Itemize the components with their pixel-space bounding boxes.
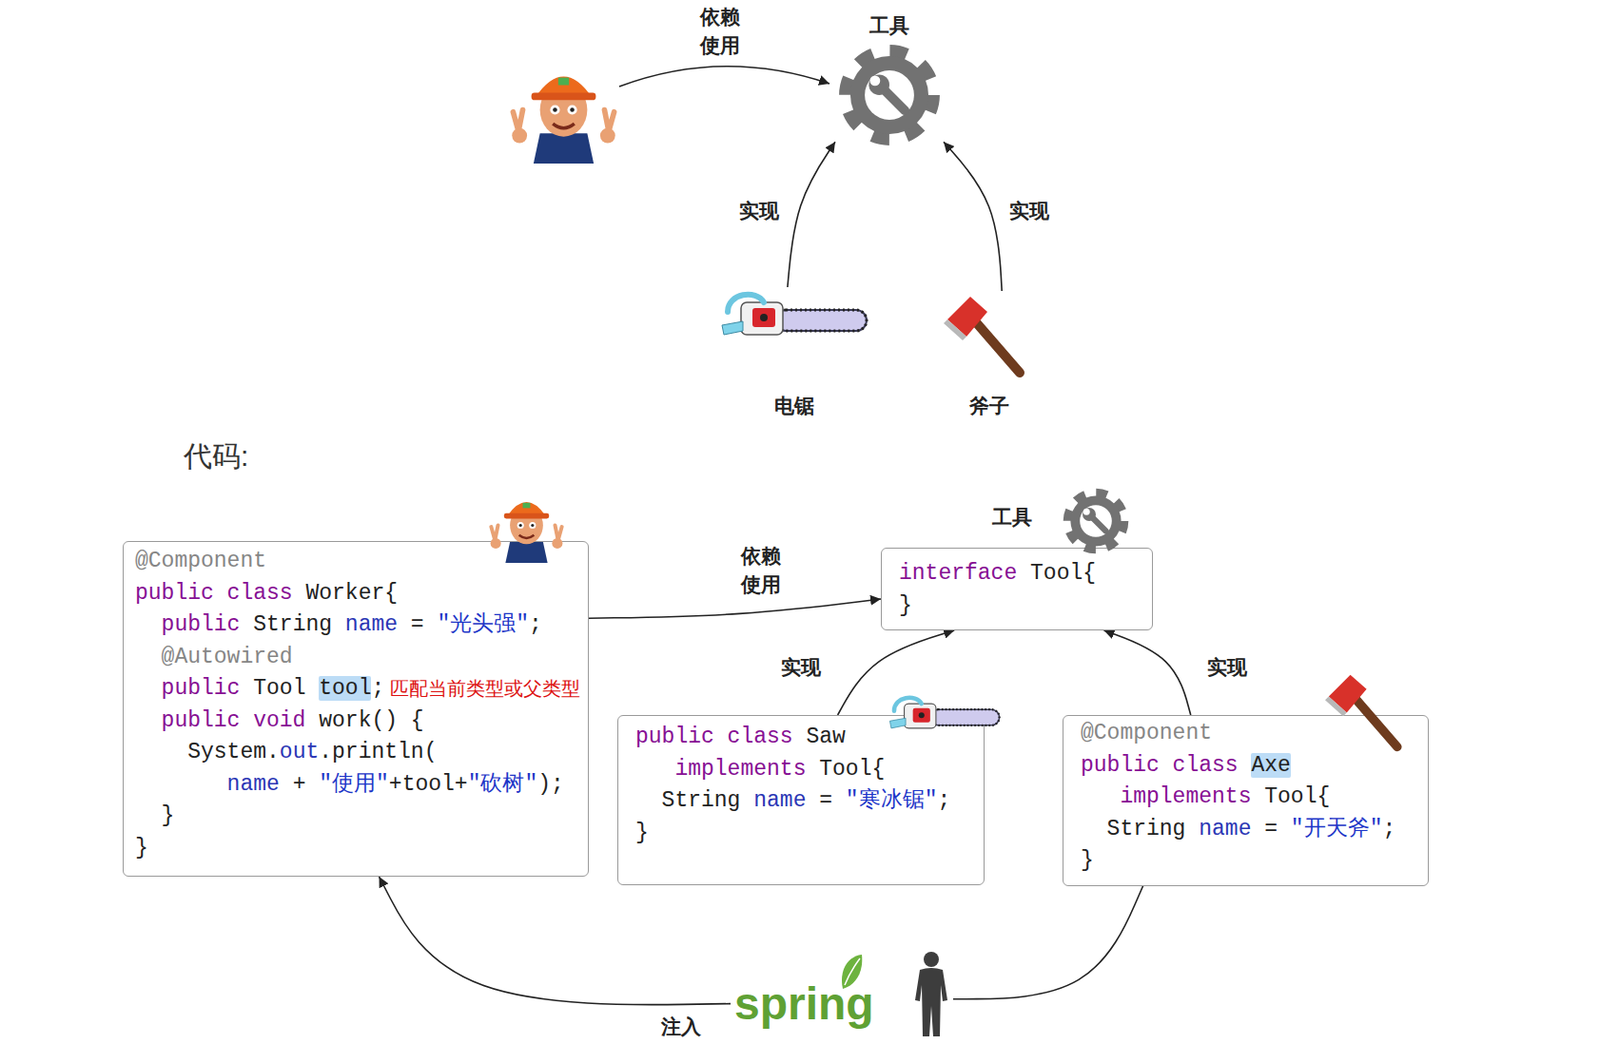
dependency-label: 依赖 使用 [697, 2, 743, 60]
code-line: @Autowired [161, 644, 293, 670]
annotation-note: 匹配当前类型或父类型 [390, 676, 581, 702]
code-line: } [135, 836, 149, 861]
tool-gear-icon [837, 43, 942, 147]
connector [943, 141, 1002, 292]
edge-label: 注入 [658, 1013, 704, 1042]
chainsaw-icon [878, 692, 1012, 741]
code-line: @Component [1080, 721, 1212, 746]
annotation-note: 匹配当前类型或父类型 [390, 676, 581, 702]
logo-text: spring [730, 981, 875, 1028]
dependency-arrow [619, 66, 830, 87]
axe-tool-icon [941, 291, 1037, 383]
tool-interface-box: 工具interface Tool{} [880, 547, 1153, 631]
code-line: @Component [135, 548, 267, 574]
edge-label: 实现 [736, 196, 782, 226]
chainsaw-tool-icon [721, 294, 867, 335]
icon-label: 斧子 [936, 391, 1042, 421]
code-line: interface Tool{ [898, 561, 1096, 586]
tool-gear-icon [846, 52, 934, 139]
dependency-label: 依赖 使用 [697, 2, 743, 60]
gear-icon [1062, 487, 1130, 555]
edge-label: 实现 [1204, 653, 1250, 683]
code-line: } [898, 593, 913, 619]
code-line: String name = "开天斧"; [1107, 817, 1397, 842]
saw-class-box: public class Saw implements Tool{ String n… [617, 715, 985, 886]
code-line: } [635, 820, 649, 846]
connector [953, 886, 1144, 1000]
tool-gear: 工具 [835, 11, 944, 160]
code-line: name + "使用"+tool+"砍树"); [227, 772, 565, 798]
section-heading: 代码: [183, 439, 249, 474]
edge-label: 实现 [1006, 196, 1053, 226]
code-line: public class Saw [635, 724, 846, 750]
code-line: public Tool tool; [161, 676, 386, 702]
box-heading: 工具 [992, 506, 1033, 528]
worker-figure [490, 502, 564, 564]
edge-label: 注入 [658, 1013, 704, 1042]
icon-label: 工具 [835, 11, 944, 40]
code-line: public String name = "光头强"; [161, 612, 543, 638]
gear-icon [1068, 493, 1125, 550]
connector [787, 141, 836, 288]
edge-label: 实现 [736, 196, 782, 226]
axe-tool: 斧子 [936, 291, 1042, 421]
code-line: } [161, 803, 176, 829]
code-line: System.out.println( [187, 740, 437, 765]
chainsaw-tool-icon [718, 287, 871, 351]
worker-class-box: @Component public class Worker{ public Str… [122, 541, 589, 878]
code-line: public class Worker{ [135, 581, 398, 606]
code-line: public class Axe [1080, 753, 1291, 779]
spring-logo: spring [730, 949, 954, 1041]
connector [379, 877, 732, 1006]
icon-label: 电锯 [715, 391, 873, 421]
edge-label: 实现 [1006, 196, 1053, 226]
axe-tool-icon [943, 296, 1020, 373]
code-line: implements Tool{ [1119, 784, 1330, 810]
worker-figure [511, 76, 615, 164]
person-silhouette [911, 951, 952, 1039]
axe-class-box: @Component public class Axe implements Too… [1062, 715, 1429, 887]
person-silhouette [915, 952, 948, 1037]
chainsaw-tool: 电锯 [715, 287, 873, 421]
chainsaw-icon [889, 698, 999, 729]
code-line: String name = "寒冰锯"; [662, 788, 952, 814]
connector [588, 599, 881, 619]
edge-label: 实现 [778, 653, 824, 683]
axe-icon [1322, 669, 1415, 757]
section-heading: 代码: [183, 439, 249, 474]
edge-label: 实现 [1204, 653, 1250, 683]
worker-figure [488, 486, 565, 566]
code-line: implements Tool{ [674, 757, 885, 782]
code-line: public void work() { [161, 708, 425, 734]
edge-label: 依赖 使用 [735, 542, 787, 600]
edge-label: 依赖 使用 [735, 542, 787, 600]
code-line: } [1080, 848, 1094, 874]
connector [1104, 630, 1191, 716]
axe-icon [1325, 675, 1398, 748]
edge-label: 实现 [778, 653, 824, 683]
